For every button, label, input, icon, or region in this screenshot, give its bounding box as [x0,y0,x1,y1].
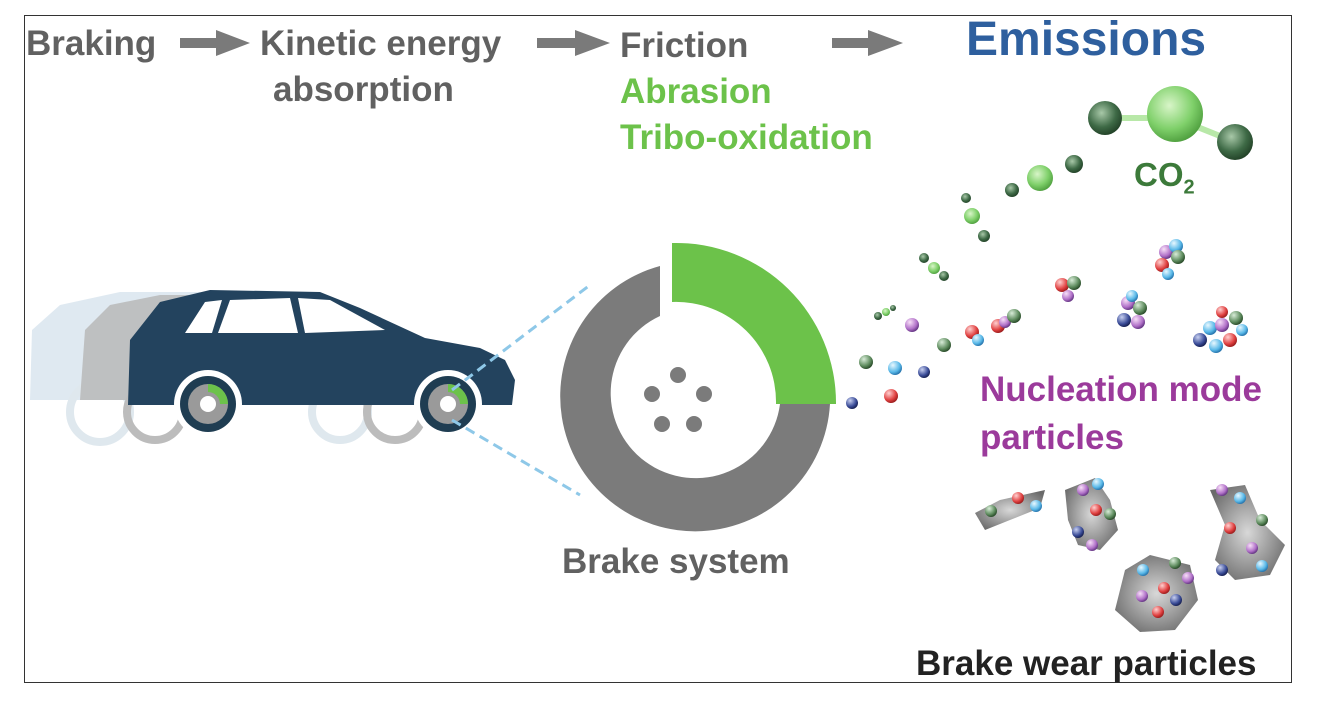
brake-disc-icon [560,242,837,532]
co2-label: CO2 [1134,156,1195,199]
arrow-icon [180,30,250,56]
nucleation-label-line1: Nucleation mode [980,370,1262,409]
zoom-lines [451,283,591,497]
step-tribo-oxidation-label: Tribo-oxidation [620,118,873,157]
step-absorption-label: absorption [273,70,454,109]
brake-wear-label: Brake wear particles [916,644,1257,683]
co2-molecule-icon [874,86,1253,320]
emissions-title: Emissions [966,13,1207,66]
arrow-icon [832,30,903,56]
nucleation-label-line2: particles [980,418,1124,457]
car-icon [128,290,515,438]
step-friction-label: Friction [620,26,749,65]
step-abrasion-label: Abrasion [620,72,772,111]
step-braking-label: Braking [26,24,157,63]
arrow-icon [537,30,610,56]
particle-icon [846,239,1248,409]
brake-system-label: Brake system [562,542,790,581]
brake-wear-particle-icon [975,478,1285,632]
step-kinetic-label: Kinetic energy [260,24,502,63]
